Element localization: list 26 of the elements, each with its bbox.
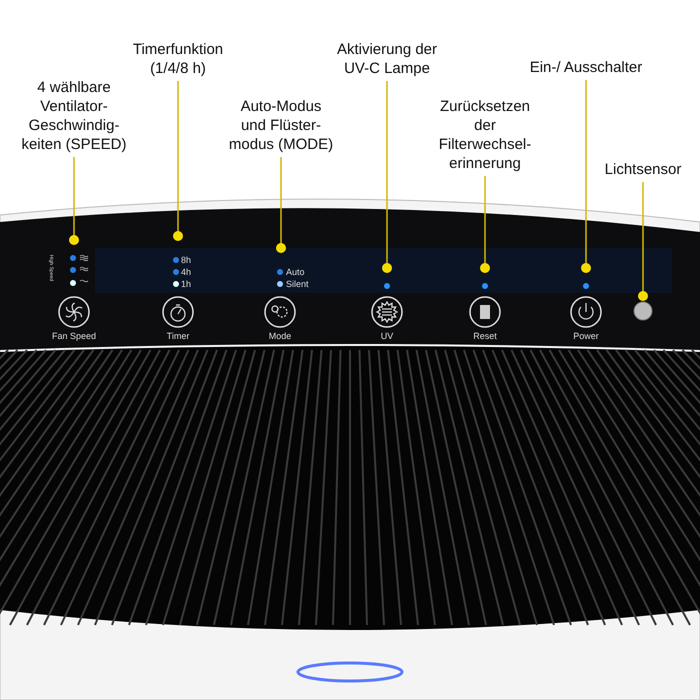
callout-text: 4 wählbare Ventilator- Geschwindig- keiten (SPEED) xyxy=(19,78,129,154)
leader-line xyxy=(638,182,648,301)
callout-text: Aktivierung der UV-C Lampe xyxy=(332,40,442,78)
leader-line xyxy=(581,80,591,273)
callout-text: Auto-Modus und Flüster- modus (MODE) xyxy=(226,97,336,154)
leader-line xyxy=(382,81,392,273)
indicator-label: 8h xyxy=(181,255,192,265)
light-sensor xyxy=(634,302,652,320)
button-label: Mode xyxy=(268,331,292,341)
callout-text: Zurücksetzen der Filterwechsel- erinnerung xyxy=(429,97,541,173)
indicator-label: Auto xyxy=(286,267,305,277)
leader-line xyxy=(276,157,286,253)
button-label: UV xyxy=(380,331,394,341)
indicator-label: 4h xyxy=(181,267,192,277)
leader-line xyxy=(480,176,490,273)
leader-line xyxy=(173,81,183,241)
indicator-label: Silent xyxy=(286,279,309,289)
button-label: Timer xyxy=(166,331,190,341)
callout-text: Timerfunktion (1/4/8 h) xyxy=(123,40,233,78)
indicator-label: 1h xyxy=(181,279,192,289)
button-label: Power xyxy=(573,331,599,341)
leader-line xyxy=(69,157,79,245)
callout-text: Lichtsensor xyxy=(593,160,693,179)
callout-text: Ein-/ Ausschalter xyxy=(511,58,661,77)
button-label: Reset xyxy=(473,331,497,341)
button-label: Fan Speed xyxy=(52,331,96,341)
